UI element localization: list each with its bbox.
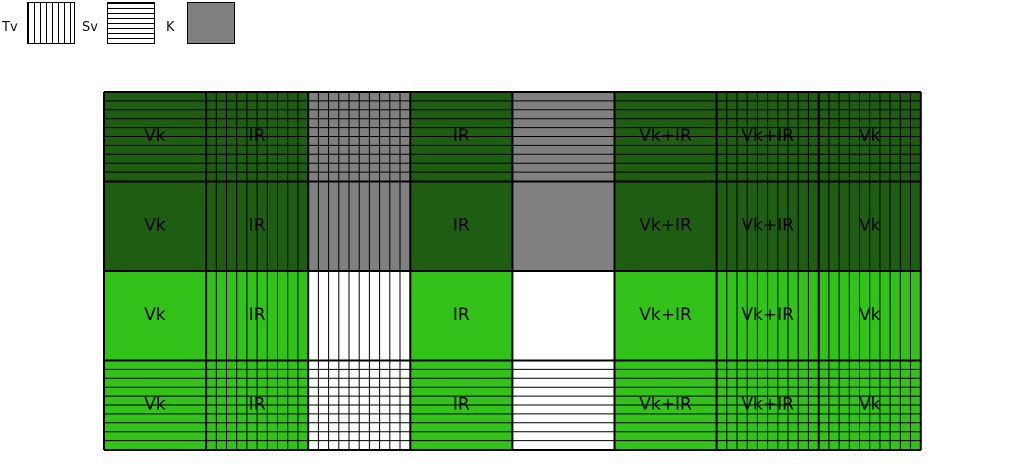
cell-label-r3-c6: Vk+IR xyxy=(639,305,692,325)
cell-label-r3-c8: Vk xyxy=(859,305,881,325)
cell-label-r4-c7: Vk+IR xyxy=(741,394,794,414)
cell-label-r4-c1: Vk xyxy=(144,394,166,414)
cell-label-r1-c6: Vk+IR xyxy=(639,126,692,146)
cell-label-r2-c1: Vk xyxy=(144,215,166,235)
legend: Tv Sv K xyxy=(0,0,300,50)
cell-label-r2-c7: Vk+IR xyxy=(741,215,794,235)
cell-label-r1-c8: Vk xyxy=(859,126,881,146)
legend-swatch-tv xyxy=(27,2,75,44)
grid-cell-r2-c5 xyxy=(512,181,615,271)
cell-label-r2-c2: IR xyxy=(249,215,266,235)
cell-label-r1-c2: IR xyxy=(249,126,266,146)
cell-label-r3-c2: IR xyxy=(249,305,266,325)
grid-cell-r2-c6 xyxy=(614,181,717,271)
legend-label-tv: Tv xyxy=(2,20,18,35)
cell-label-r2-c4: IR xyxy=(453,215,470,235)
cell-label-r1-c7: Vk+IR xyxy=(741,126,794,146)
cell-label-r2-c6: Vk+IR xyxy=(639,215,692,235)
legend-label-sv: Sv xyxy=(82,20,98,35)
cell-label-r4-c2: IR xyxy=(249,394,266,414)
grid-cell-r2-c4 xyxy=(410,181,513,271)
grid-cell-r3-c4 xyxy=(410,271,513,361)
grid-cell-r3-c1 xyxy=(104,271,207,361)
cell-label-r2-c8: Vk xyxy=(859,215,881,235)
legend-swatch-k xyxy=(187,2,235,44)
cell-label-r3-c7: Vk+IR xyxy=(741,305,794,325)
cell-label-r3-c1: Vk xyxy=(144,305,166,325)
cell-label-r4-c8: Vk xyxy=(859,394,881,414)
grid-cell-r2-c1 xyxy=(104,181,207,271)
cell-label-r4-c4: IR xyxy=(453,394,470,414)
legend-swatch-sv xyxy=(107,2,155,44)
cell-label-r4-c6: Vk+IR xyxy=(639,394,692,414)
grid-cell-r3-c6 xyxy=(614,271,717,361)
cell-label-r3-c4: IR xyxy=(453,305,470,325)
grid-cell-r3-c5 xyxy=(512,271,615,361)
cell-label-r1-c4: IR xyxy=(453,126,470,146)
cell-label-r1-c1: Vk xyxy=(144,126,166,146)
legend-label-k: K xyxy=(166,20,175,35)
